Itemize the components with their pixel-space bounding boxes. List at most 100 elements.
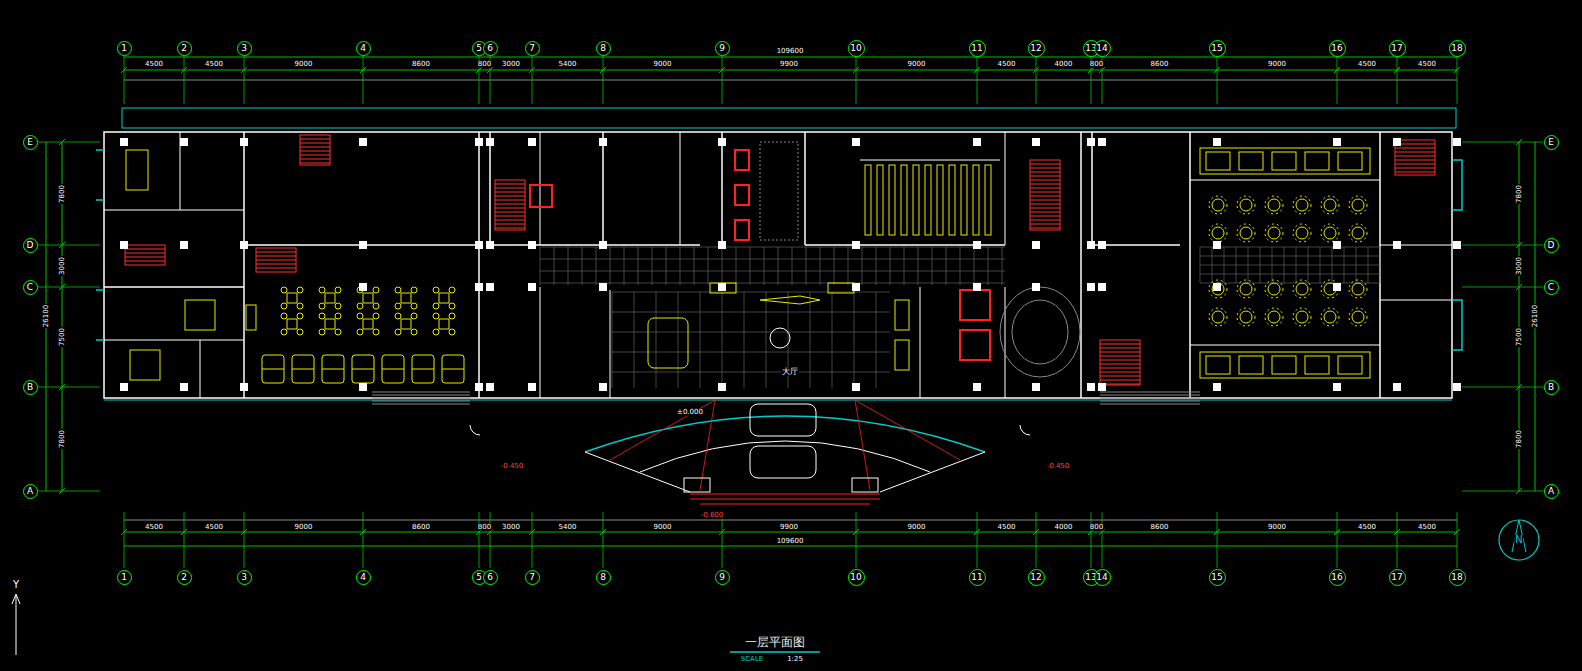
plan-stroke bbox=[961, 165, 967, 235]
plan-stroke bbox=[1190, 345, 1380, 346]
plan-stroke bbox=[433, 329, 439, 335]
plan-stroke bbox=[373, 329, 379, 335]
grid-bubble: 14 bbox=[1094, 40, 1111, 57]
plan-stroke bbox=[610, 290, 611, 398]
grid-bubble: A bbox=[23, 484, 38, 499]
plan-stroke bbox=[1380, 245, 1452, 246]
plan-text: 800 bbox=[1089, 524, 1104, 531]
grid-bubble: 15 bbox=[1209, 40, 1226, 57]
plan-text: 4500 bbox=[1357, 524, 1377, 531]
plan-stroke bbox=[449, 303, 455, 309]
plan-stroke bbox=[666, 247, 667, 285]
plan-stroke bbox=[256, 256, 296, 257]
plan-stroke bbox=[860, 160, 1000, 161]
plan-stroke bbox=[1268, 227, 1280, 239]
plan-stroke bbox=[750, 247, 751, 285]
plan-stroke bbox=[540, 271, 1005, 272]
grid-label: 16 bbox=[1331, 44, 1342, 53]
plan-stroke bbox=[185, 300, 215, 330]
plan-stroke bbox=[1333, 383, 1341, 391]
plan-stroke bbox=[1305, 356, 1329, 374]
plan-stroke bbox=[532, 512, 533, 568]
plan-stroke bbox=[495, 228, 525, 229]
plan-stroke bbox=[495, 180, 525, 230]
plan-stroke bbox=[1100, 352, 1140, 353]
grid-label: 11 bbox=[971, 573, 982, 582]
plan-stroke bbox=[495, 212, 525, 213]
plan-stroke bbox=[1032, 241, 1040, 249]
plan-stroke bbox=[1457, 512, 1458, 568]
plan-text: -0.600 bbox=[700, 512, 725, 519]
plan-stroke bbox=[12, 594, 20, 604]
plan-stroke bbox=[1338, 152, 1362, 170]
plan-stroke bbox=[1030, 184, 1060, 185]
plan-stroke bbox=[1100, 372, 1140, 373]
plan-stroke bbox=[1453, 383, 1461, 391]
plan-stroke bbox=[363, 293, 373, 303]
plan-stroke bbox=[411, 329, 417, 335]
plan-stroke bbox=[124, 70, 1457, 71]
plan-stroke bbox=[1209, 224, 1227, 242]
plan-text: 7500 bbox=[59, 327, 66, 347]
plan-stroke bbox=[1100, 395, 1200, 396]
plan-stroke bbox=[973, 138, 981, 146]
plan-stroke bbox=[122, 108, 1456, 128]
plan-stroke bbox=[760, 142, 798, 240]
plan-stroke bbox=[281, 303, 287, 309]
plan-stroke bbox=[603, 56, 604, 104]
plan-stroke bbox=[1209, 280, 1227, 298]
plan-stroke bbox=[1296, 227, 1308, 239]
plan-stroke bbox=[411, 303, 417, 309]
plan-stroke bbox=[1200, 265, 1380, 266]
plan-stroke bbox=[104, 132, 1452, 398]
plan-stroke bbox=[325, 293, 335, 303]
plan-stroke bbox=[1032, 383, 1040, 391]
plan-stroke bbox=[1272, 152, 1296, 170]
plan-stroke bbox=[718, 283, 726, 291]
grid-label: C bbox=[27, 283, 33, 292]
plan-stroke bbox=[495, 188, 525, 189]
plan-stroke bbox=[973, 165, 979, 235]
grid-label: 5 bbox=[476, 44, 482, 53]
plan-stroke bbox=[599, 138, 607, 146]
plan-stroke bbox=[1349, 224, 1367, 242]
plan-stroke bbox=[1213, 138, 1221, 146]
grid-bubble: 9 bbox=[715, 41, 730, 56]
plan-stroke bbox=[1217, 56, 1218, 104]
plan-stroke bbox=[1333, 241, 1341, 249]
plan-stroke bbox=[1100, 376, 1140, 377]
stairs bbox=[125, 135, 1435, 404]
plan-text: 4500 bbox=[144, 61, 164, 68]
plan-stroke bbox=[442, 369, 464, 370]
plan-stroke bbox=[486, 383, 494, 391]
plan-stroke bbox=[603, 512, 604, 568]
plan-stroke bbox=[395, 313, 401, 319]
plan-stroke bbox=[240, 138, 248, 146]
grid-label: 5 bbox=[476, 573, 482, 582]
plan-stroke bbox=[1005, 287, 1006, 398]
plan-stroke bbox=[920, 287, 921, 398]
plan-stroke bbox=[243, 132, 245, 398]
plan-stroke bbox=[722, 247, 723, 285]
plan-stroke bbox=[856, 56, 857, 104]
plan-stroke bbox=[433, 313, 439, 319]
plan-stroke bbox=[359, 241, 367, 249]
plan-text: Y bbox=[12, 580, 20, 590]
grid-bubble: 6 bbox=[483, 41, 498, 56]
grid-label: E bbox=[1548, 138, 1554, 147]
plan-stroke bbox=[412, 355, 434, 383]
plan-stroke bbox=[1213, 383, 1221, 391]
grid-label: 10 bbox=[850, 44, 861, 53]
grid-bubble: 18 bbox=[1449, 569, 1466, 586]
furniture bbox=[126, 142, 1370, 383]
plan-stroke bbox=[528, 241, 536, 249]
plan-stroke bbox=[718, 383, 726, 391]
plan-stroke bbox=[568, 247, 569, 285]
plan-stroke bbox=[925, 165, 931, 235]
plan-stroke bbox=[287, 293, 297, 303]
plan-stroke bbox=[292, 369, 314, 370]
plan-stroke bbox=[1395, 168, 1435, 169]
grid-bubble: 16 bbox=[1329, 569, 1346, 586]
plan-stroke bbox=[495, 184, 525, 185]
plan-stroke bbox=[184, 512, 185, 568]
